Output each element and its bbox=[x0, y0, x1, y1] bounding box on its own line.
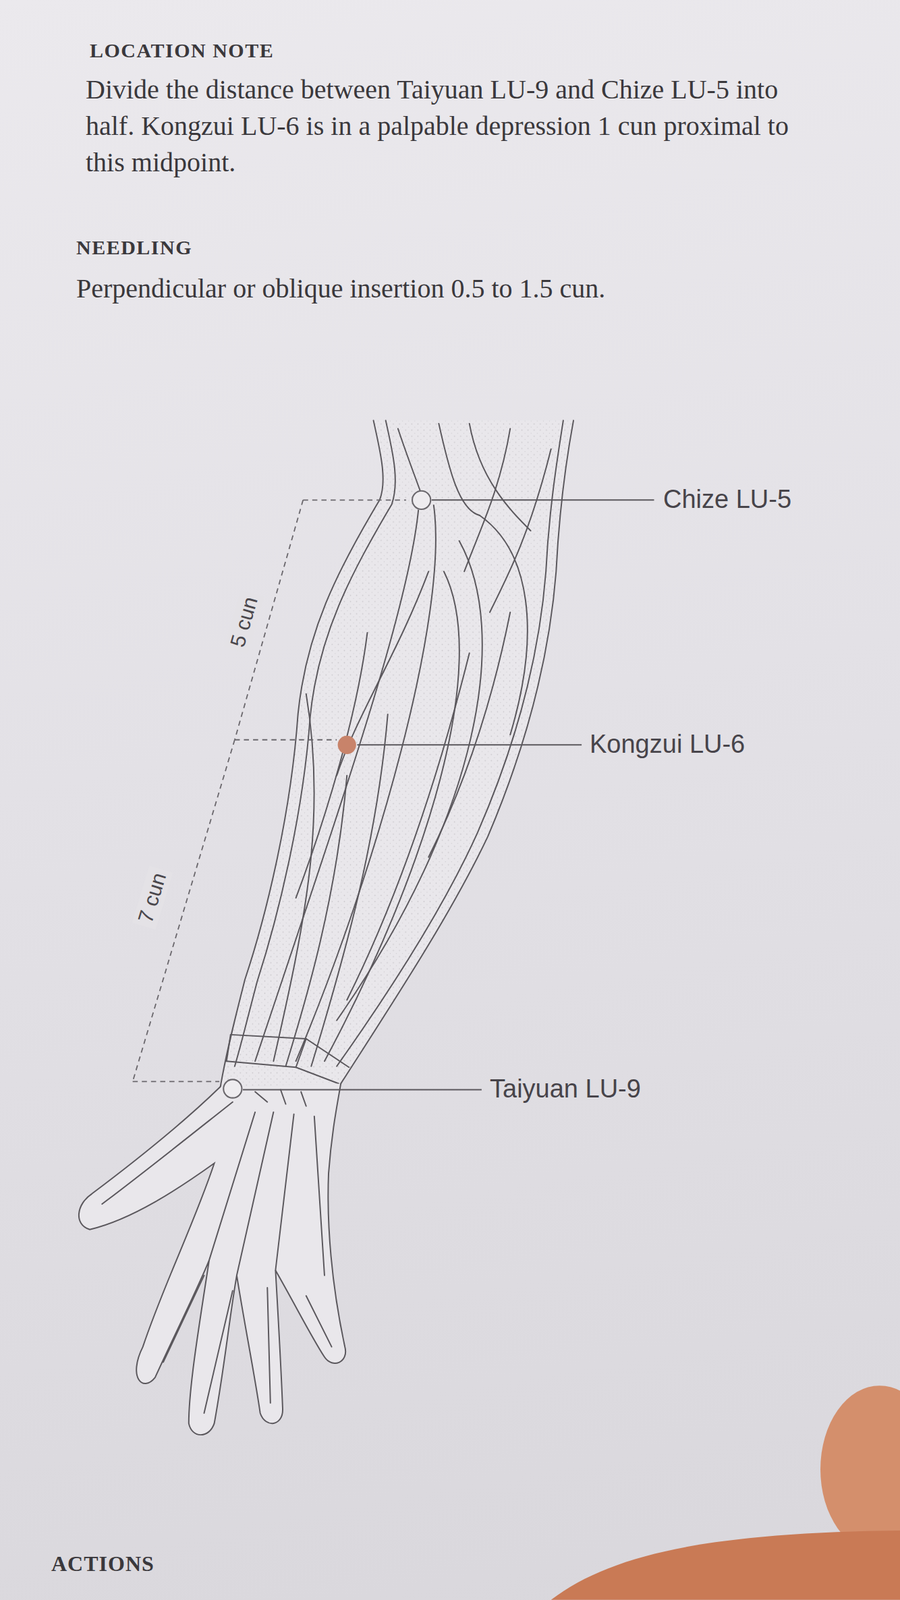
dimension-label: 5 cun bbox=[224, 590, 265, 654]
point-label: Taiyuan LU-9 bbox=[489, 1074, 641, 1104]
section-heading: LOCATION NOTE bbox=[89, 39, 274, 63]
point-label: Chize LU-5 bbox=[663, 485, 792, 515]
point-label: Kongzui LU-6 bbox=[589, 729, 745, 759]
section-heading: NEEDLING bbox=[76, 236, 193, 260]
section-heading: ACTIONS bbox=[51, 1551, 155, 1577]
location-note-text: Divide the distance between Taiyuan LU-9… bbox=[85, 71, 828, 181]
needling-text: Perpendicular or oblique insertion 0.5 t… bbox=[76, 272, 859, 305]
dimension-label: 7 cun bbox=[132, 866, 173, 931]
